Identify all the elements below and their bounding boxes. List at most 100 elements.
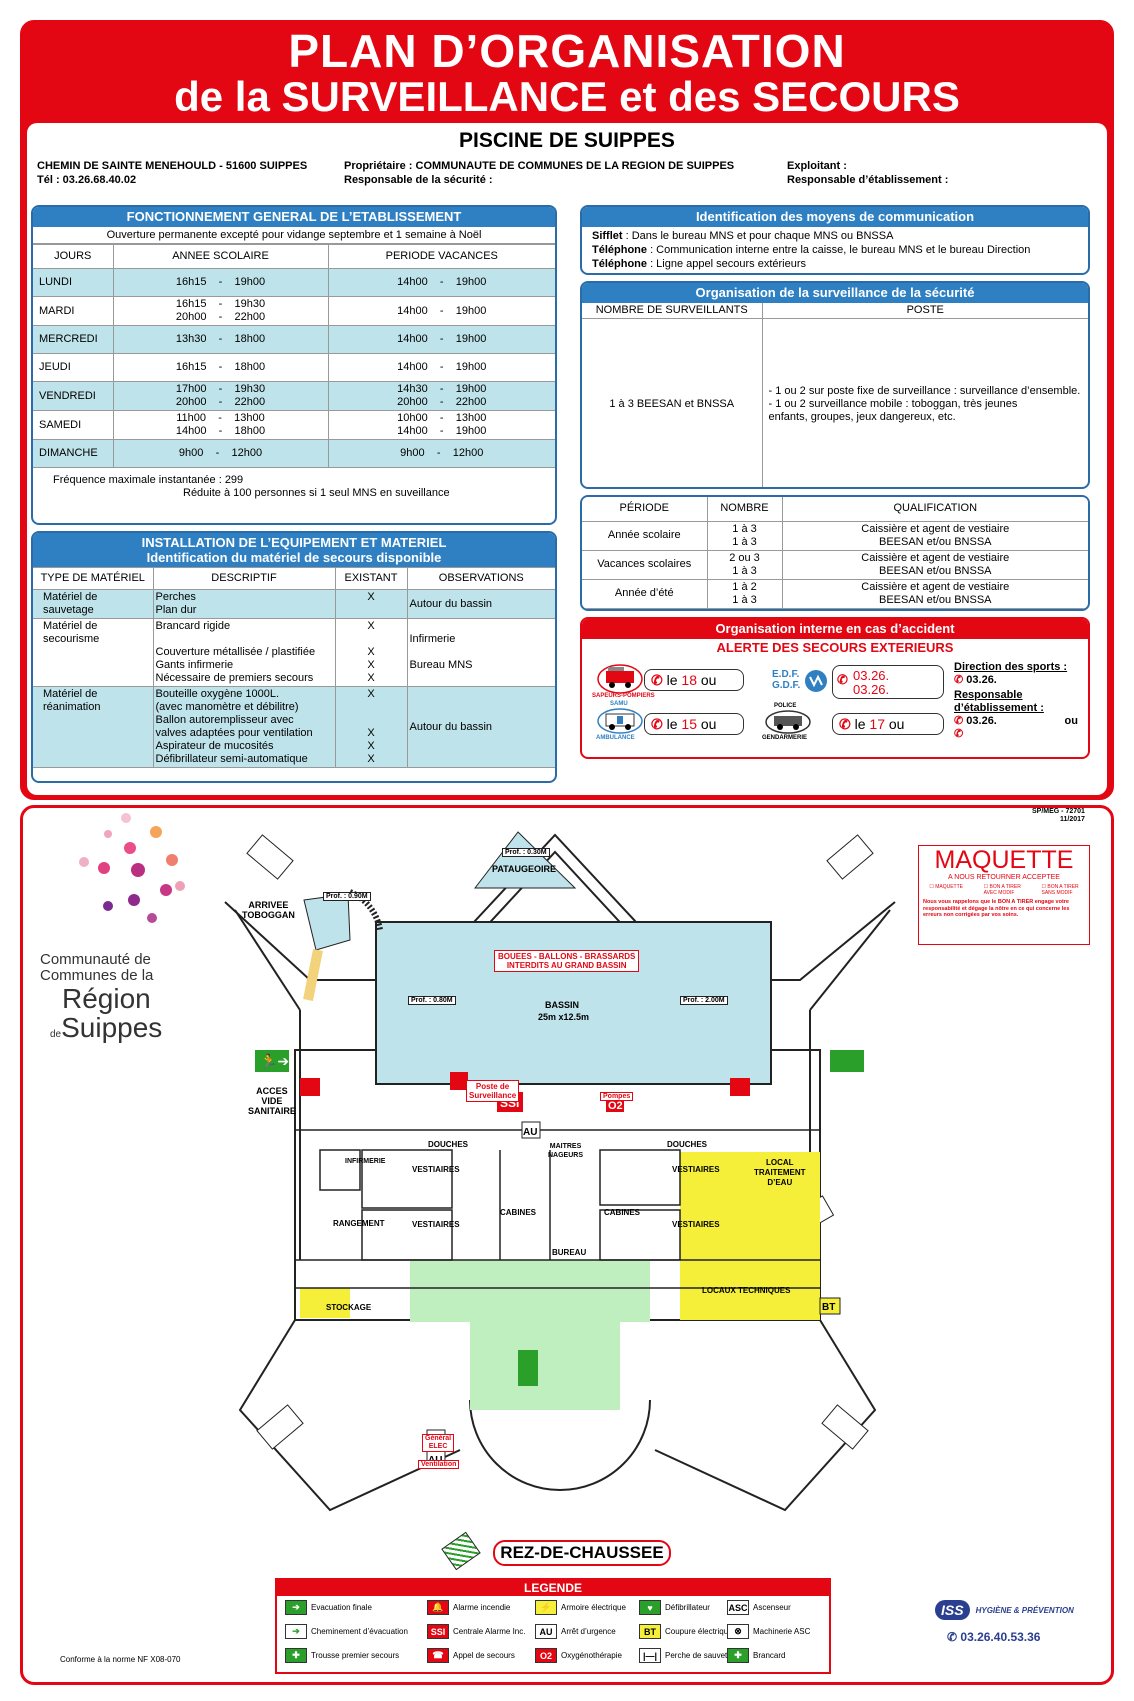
phone: Tél : 03.26.68.40.02 bbox=[37, 174, 137, 186]
legend-item-label: Coupure électrique bbox=[665, 1627, 733, 1636]
equipment-exist: X X X X bbox=[334, 618, 408, 687]
maquette-opt3-label: BON A TIRER SANS MODIF bbox=[1041, 884, 1079, 896]
edf-gdf-label: E.D.F. G.D.F. bbox=[772, 669, 800, 691]
floor-plan: 🏃➔ SSI O2 AU AU AU BT bbox=[224, 831, 896, 1512]
pompes-label: Pompes bbox=[600, 1092, 634, 1101]
legend-item: ASC Ascenseur bbox=[727, 1600, 791, 1615]
communication-key: Téléphone bbox=[592, 244, 648, 256]
maquette-opt2[interactable]: ☐ BON A TIRER AVEC MODIF bbox=[983, 884, 1021, 896]
communication-value: : Dans le bureau MNS et pour chaque MNS … bbox=[622, 230, 894, 242]
logo-line4: Suippes bbox=[61, 1012, 163, 1043]
col-vacances: PERIODE VACANCES bbox=[327, 244, 555, 269]
bassin-dimensions: 25m x12.5m bbox=[538, 1012, 590, 1022]
schedule-holiday: 14h00 - 19h00 bbox=[327, 296, 555, 326]
gendarmerie-label: GENDARMERIE bbox=[762, 735, 808, 741]
schedule-row: SAMEDI 11h00 - 13h00 14h00 - 18h00 10h00… bbox=[33, 410, 555, 440]
legend-item: SSI Centrale Alarme Inc. bbox=[427, 1624, 525, 1639]
phone-icon: ✆ bbox=[954, 674, 964, 686]
equipment-row: Matériel de secourisme Brancard rigide C… bbox=[33, 618, 555, 687]
phone-icon: ✆ bbox=[839, 716, 851, 732]
vestiaires-label-3: VESTIAIRES bbox=[672, 1165, 720, 1174]
iss-tagline: HYGIÈNE & PRÉVENTION bbox=[975, 1605, 1074, 1615]
maitres-nageurs-label: MAITRES NAGEURS bbox=[548, 1143, 584, 1159]
stockage-label: STOCKAGE bbox=[326, 1303, 372, 1312]
maquette-opt3[interactable]: ☐ BON A TIRER SANS MODIF bbox=[1041, 884, 1079, 896]
surveillant-poste: - 1 ou 2 sur poste fixe de surveillance … bbox=[761, 318, 1088, 487]
schedule-day: LUNDI bbox=[33, 268, 114, 297]
owner: Propriétaire : COMMUNAUTE DE COMMUNES DE… bbox=[344, 160, 735, 172]
maquette-opt1[interactable]: ☐ MAQUETTE bbox=[929, 884, 963, 890]
exit-sign-icon bbox=[518, 1350, 538, 1386]
call-15-post: ou bbox=[697, 716, 717, 732]
poste-surveillance-label: Poste de Surveillance bbox=[466, 1080, 520, 1102]
norme-label: Conforme à la norme NF X08-070 bbox=[60, 1655, 181, 1664]
edf-number-2: 03.26. bbox=[853, 682, 890, 697]
security-manager: Responsable de la sécurité : bbox=[344, 174, 493, 186]
call-18-number: 18 bbox=[681, 672, 697, 688]
bassin-label: BASSIN bbox=[545, 1000, 580, 1010]
maquette-note: Nous vous rappelons que le BON A TIRER e… bbox=[923, 899, 1070, 918]
col-periode: PÉRIODE bbox=[582, 497, 708, 522]
general-elec-label: Général ELEC bbox=[422, 1434, 455, 1452]
locaux-techniques-label: LOCAUX TECHNIQUES bbox=[702, 1286, 791, 1295]
communication-lines: Sifflet : Dans le bureau MNS et pour cha… bbox=[582, 227, 1088, 273]
communication-value: : Ligne appel secours extérieurs bbox=[647, 258, 806, 270]
equipment-desc: Perches Plan dur bbox=[152, 589, 336, 619]
emergency-call-icon: ☎ bbox=[427, 1648, 449, 1663]
bassin-depth-right: Prof. : 2.00M bbox=[680, 996, 728, 1005]
phone-icon: ✆ bbox=[651, 716, 663, 732]
schedule-note: Ouverture permanente excepté pour vidang… bbox=[33, 227, 555, 244]
schedule-row: DIMANCHE 9h00 - 12h00 9h00 - 12h00 bbox=[33, 439, 555, 468]
fire-alarm-icon: 🔔 bbox=[427, 1600, 449, 1615]
cabines-right-label: CABINES bbox=[604, 1208, 641, 1217]
period-name: Année d’été bbox=[582, 578, 708, 609]
col-observations: OBSERVATIONS bbox=[406, 567, 555, 590]
ventilation-label: Ventilation bbox=[418, 1460, 460, 1469]
equipment-title: INSTALLATION DE L’EQUIPEMENT ET MATERIEL… bbox=[33, 533, 555, 567]
legend-item-label: Ascenseur bbox=[753, 1603, 791, 1612]
header-line2: de la SURVEILLANCE et des SECOURS bbox=[174, 73, 960, 120]
direction-number: 03.26. bbox=[966, 674, 997, 686]
equipment-exist: X X X X bbox=[334, 686, 408, 768]
police-label: POLICE bbox=[774, 703, 797, 709]
ref-code: SP/MEG - 72701 bbox=[1032, 808, 1085, 815]
pataugeoire-depth: Prof. : 0.30M bbox=[502, 848, 550, 857]
rangement-label: RANGEMENT bbox=[333, 1219, 385, 1228]
operator: Exploitant : bbox=[787, 160, 847, 172]
first-aid-icon: ✚ bbox=[285, 1648, 307, 1663]
address: CHEMIN DE SAINTE MENEHOULD - 51600 SUIPP… bbox=[37, 160, 308, 172]
accident-box: Organisation interne en cas d’accident A… bbox=[580, 617, 1090, 759]
exit-sign-icon bbox=[255, 1050, 289, 1072]
legend-item-label: Centrale Alarme Inc. bbox=[453, 1627, 526, 1636]
iss-logo: ISS HYGIÈNE & PRÉVENTION ✆ 03.26.40.53.3… bbox=[935, 1600, 1074, 1644]
equipment-row: Matériel de sauvetage Perches Plan dur X… bbox=[33, 589, 555, 619]
equipment-obs: Infirmerie Bureau MNS bbox=[406, 618, 555, 687]
equipment-title-2: Identification du matériel de secours di… bbox=[146, 550, 442, 565]
rescue-pole-icon: |—| bbox=[639, 1648, 661, 1663]
phone-icon: ✆ bbox=[954, 715, 964, 727]
equipment-type: Matériel de sauvetage bbox=[33, 589, 154, 619]
phone-icon: ✆ bbox=[651, 672, 663, 688]
schedule-school: 17h00 - 19h30 20h00 - 22h00 bbox=[112, 381, 329, 411]
level-label: REZ-DE-CHAUSSEE bbox=[493, 1540, 671, 1566]
equipment-table: TYPE DE MATÉRIEL DESCRIPTIF EXISTANT OBS… bbox=[33, 567, 555, 768]
legend-item-label: Oxygénothérapie bbox=[561, 1651, 622, 1660]
elevator-icon: ASC bbox=[727, 1600, 749, 1615]
surveillance-box: Organisation de la surveillance de la sé… bbox=[580, 281, 1090, 489]
communication-line: Sifflet : Dans le bureau MNS et pour cha… bbox=[592, 229, 1078, 243]
col-jours: JOURS bbox=[33, 244, 114, 269]
police-car-icon bbox=[765, 710, 811, 734]
legend: LEGENDE ➔Evacuation finale🔔Alarme incend… bbox=[275, 1578, 831, 1674]
ssi-icon: SSI bbox=[427, 1624, 449, 1639]
pataugeoire-label: PATAUGEOIRE bbox=[492, 864, 557, 874]
legend-item-label: Appel de secours bbox=[453, 1651, 515, 1660]
legend-item-label: Cheminement d’évacuation bbox=[311, 1627, 408, 1636]
acces-vide-label: ACCES VIDE SANITAIRE bbox=[248, 1086, 296, 1116]
legend-item-label: Evacuation finale bbox=[311, 1603, 372, 1612]
periods-box: PÉRIODE NOMBRE QUALIFICATION Année scola… bbox=[580, 495, 1090, 611]
communication-line: Téléphone : Communication interne entre … bbox=[592, 243, 1078, 257]
call-18-post: ou bbox=[697, 672, 717, 688]
period-count: 2 ou 3 1 à 3 bbox=[706, 549, 783, 580]
